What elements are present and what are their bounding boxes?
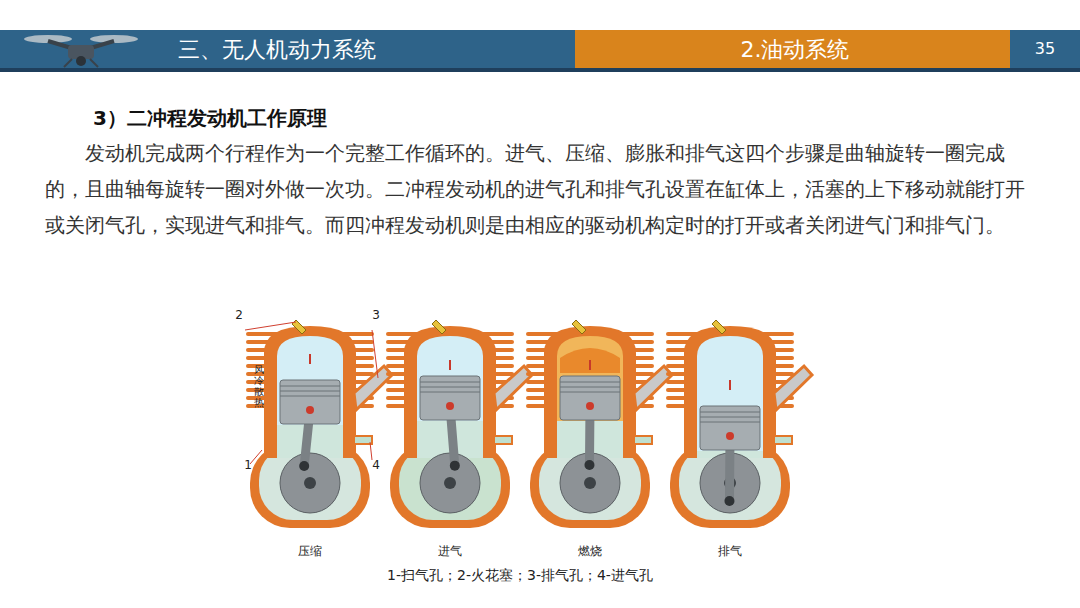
piston-ring [280, 396, 340, 397]
crank-pin [724, 496, 734, 506]
crank-pin [299, 461, 309, 471]
crank-pin [450, 461, 460, 471]
piston-ring [280, 391, 340, 392]
callout-number: 1 [244, 458, 252, 472]
header-bar-accent [575, 30, 1010, 68]
crank-disk [560, 453, 620, 513]
piston [420, 376, 480, 420]
intake-port [634, 436, 652, 444]
header-rule [0, 68, 1080, 72]
exhaust-pipe [634, 366, 672, 410]
cylinder [684, 326, 776, 458]
stage-label: 进气 [438, 543, 462, 560]
header-section: 三、无人机动力系统 [178, 35, 376, 65]
intake-port [354, 436, 372, 444]
piston-ring [560, 392, 620, 393]
crankshaft [304, 477, 316, 489]
exhaust-pipe [774, 366, 812, 410]
stage-label: 燃烧 [578, 543, 602, 560]
spark-plug [432, 320, 446, 334]
motion-arrow [309, 354, 311, 364]
piston [700, 406, 760, 450]
crank-disk [280, 453, 340, 513]
piston [560, 376, 620, 420]
header-bar [0, 30, 575, 68]
piston-ring [560, 382, 620, 383]
exhaust-pipe [354, 366, 392, 410]
piston [280, 380, 340, 424]
piston-ring [420, 382, 480, 383]
piston-ring [420, 387, 480, 388]
engine-figure [386, 320, 532, 528]
engine-figure [526, 320, 672, 528]
spark-plug [712, 320, 726, 334]
fin-note: 风冷散热 [254, 364, 264, 408]
motion-arrow [729, 380, 731, 390]
callout-number: 4 [372, 458, 380, 472]
page-number-bar [1010, 30, 1080, 68]
piston-pin [306, 406, 314, 414]
crankshaft [444, 477, 456, 489]
motion-arrow [589, 360, 591, 370]
piston-pin [726, 432, 734, 440]
stage-label: 压缩 [298, 543, 322, 560]
leader-line [245, 322, 296, 330]
stage-label: 排气 [718, 543, 742, 560]
callout-number: 2 [235, 308, 243, 322]
flame [560, 348, 620, 373]
piston-ring [280, 386, 340, 387]
piston-ring [700, 417, 760, 418]
drone-icon [24, 35, 138, 67]
callout-number: 3 [372, 308, 380, 322]
piston-pin [446, 402, 454, 410]
motion-arrow [449, 360, 451, 370]
piston-pin [586, 402, 594, 410]
leader-line [370, 442, 372, 460]
combustion-chamber [697, 336, 763, 458]
spark-plug [572, 320, 586, 334]
piston-ring [560, 387, 620, 388]
engine-figure [246, 320, 392, 528]
engine-figure [666, 320, 812, 528]
crank-disk [420, 453, 480, 513]
intake-port [494, 436, 512, 444]
crankshaft [584, 477, 596, 489]
piston-ring [420, 392, 480, 393]
exhaust-pipe [494, 366, 532, 410]
intake-port [774, 436, 792, 444]
body-text: 发动机完成两个行程作为一个完整工作循环的。进气、压缩、膨胀和排气这四个步骤是曲轴… [45, 135, 1040, 243]
figure-caption: 1-扫气孔；2-火花塞；3-排气孔；4-进气孔 [387, 567, 653, 585]
slide-title: 3）二冲程发动机工作原理 [93, 105, 327, 132]
header-topic: 2.油动系统 [741, 35, 850, 65]
piston-ring [700, 412, 760, 413]
leader-line [372, 330, 378, 378]
page-number: 35 [1035, 39, 1055, 58]
piston-ring [700, 422, 760, 423]
crank-pin [584, 460, 594, 470]
